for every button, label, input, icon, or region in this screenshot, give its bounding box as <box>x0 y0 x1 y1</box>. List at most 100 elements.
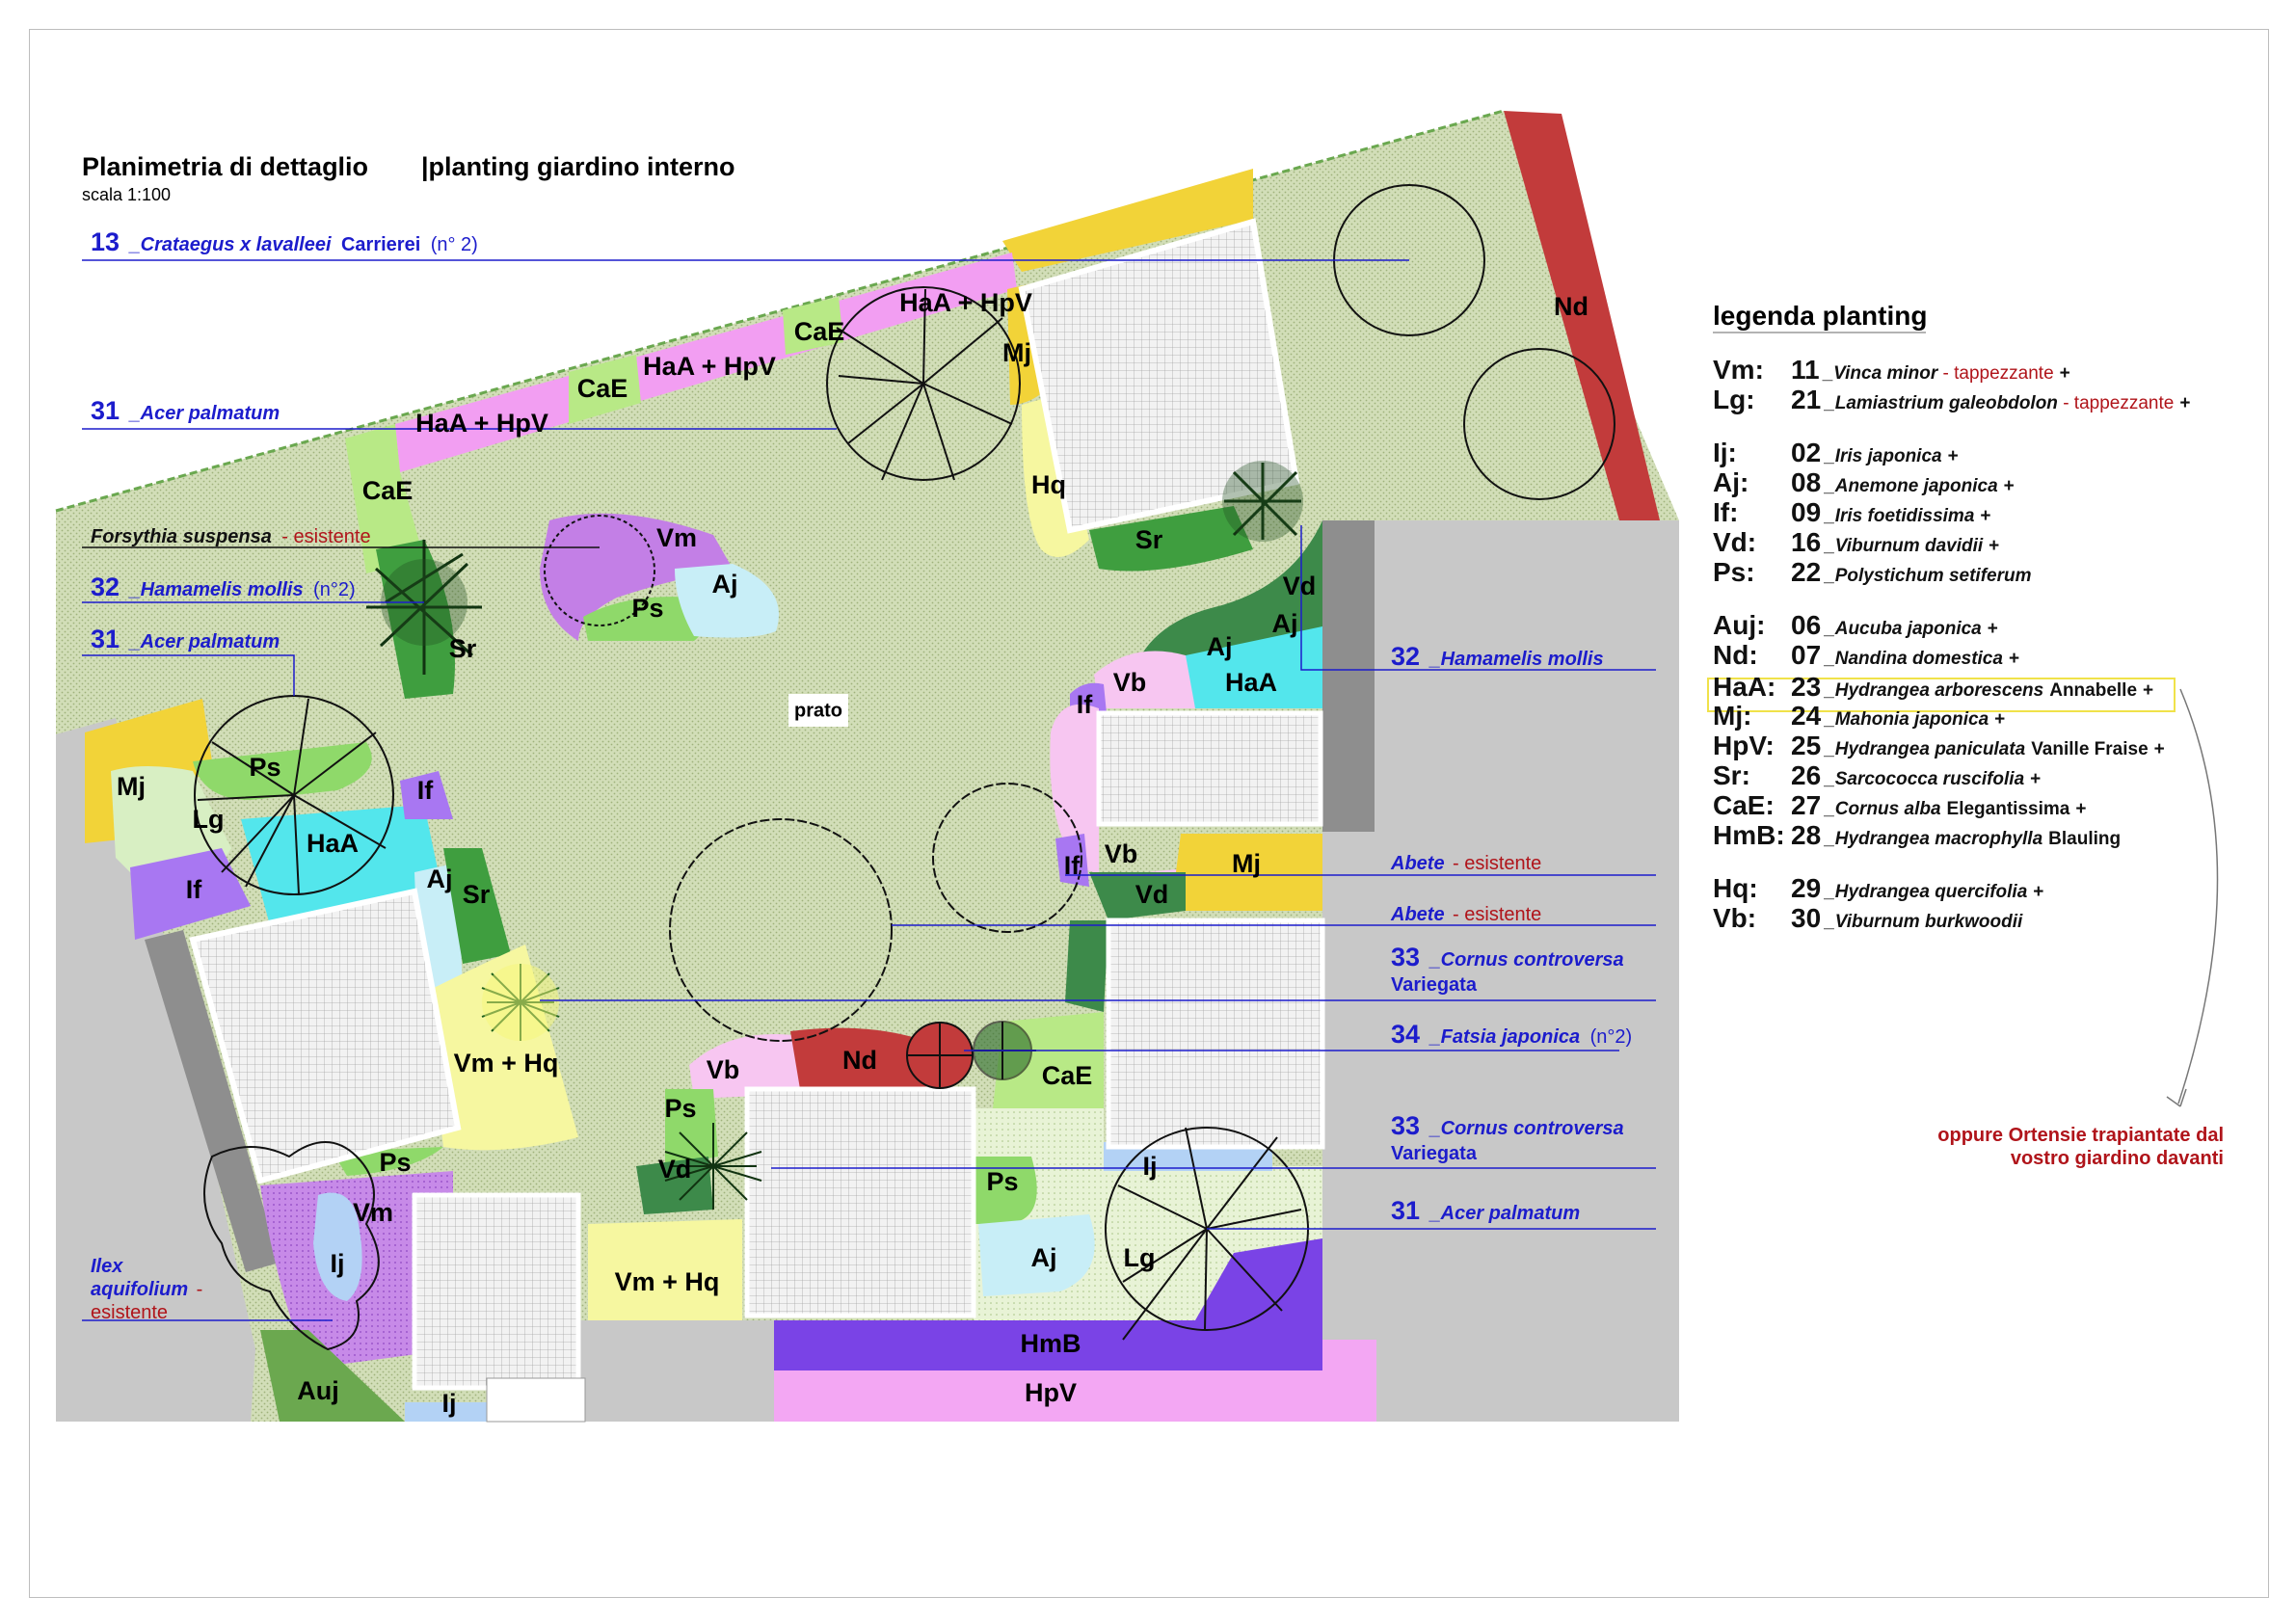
bed-CaE-b <box>783 297 843 355</box>
label-HmB: HmB <box>1020 1329 1081 1358</box>
legend-row: Vm:11_Vinca minor - tappezzante+ <box>1713 355 2070 385</box>
grid-bottom-1 <box>412 1192 581 1391</box>
building-left-wall <box>145 930 280 1272</box>
title-main: Planimetria di dettaglio <box>82 152 368 181</box>
bed-HaA-1 <box>1176 626 1322 708</box>
label-CaE-4: CaE <box>1042 1061 1093 1090</box>
bed-If-left <box>130 848 251 940</box>
bed-Nd-2 <box>790 1027 930 1089</box>
bed-Vb-1 <box>1094 651 1195 708</box>
bed-If-3 <box>400 771 453 819</box>
title-sub: |planting giardino interno <box>421 152 735 181</box>
callout-hamamelis-1: 32 _Hamamelis mollis (n°2) <box>91 572 356 601</box>
bed-Ps-1 <box>193 742 372 800</box>
legend-row: Sr:26_Sarcococca ruscifolia+ <box>1713 760 2041 790</box>
label-Aj-4: Aj <box>427 865 453 893</box>
label-VmHq-2: Vm + Hq <box>615 1267 720 1296</box>
label-Sr-2: Sr <box>449 634 477 663</box>
bed-Sr-2 <box>376 540 455 699</box>
callout-cornus-2-variegata: Variegata <box>1391 1143 1478 1164</box>
legend-row: Vb:30_Viburnum burkwoodii <box>1713 903 2023 933</box>
legend-note-2: vostro giardino davanti <box>2011 1148 2224 1169</box>
building-right-wall <box>1322 520 1375 832</box>
tree-crataegus-2 <box>1463 348 1615 500</box>
label-Ij-3: Ij <box>441 1389 456 1418</box>
label-Ps-2: Ps <box>249 753 280 782</box>
title-block: Planimetria di dettaglio |planting giard… <box>82 152 735 204</box>
label-Aj-2: Aj <box>1272 609 1298 638</box>
label-Vd-1: Vd <box>1283 572 1317 600</box>
label-HaA-2: HaA <box>307 829 359 858</box>
label-Sr-3: Sr <box>463 880 491 909</box>
bed-Ps-5 <box>974 1157 1037 1224</box>
callout-cornus-1: 33 _Cornus controversa <box>1391 943 1624 971</box>
building-right <box>1322 520 1679 1422</box>
bed-Nd-1 <box>1504 111 1660 520</box>
callout-acer-3: 31 _Acer palmatum <box>1391 1196 1580 1225</box>
bed-VmHq-2 <box>588 1219 742 1320</box>
legend: legenda planting Vm:11_Vinca minor - tap… <box>1707 301 2224 1169</box>
callout-forsythia: Forsythia suspensa - esistente <box>91 526 371 547</box>
bed-Aj-1 <box>675 564 779 638</box>
bed-Sr-3 <box>443 848 511 964</box>
bed-Mj-3 <box>1171 834 1322 911</box>
grid-top-right <box>1018 218 1300 534</box>
label-CaE-3: CaE <box>362 476 414 505</box>
title-scale: scala 1:100 <box>82 185 171 204</box>
bed-Vb-3 <box>689 1034 805 1099</box>
bed-HaAHpV-top <box>395 253 1017 472</box>
legend-row: Lg:21_Lamiastrium galeobdolon - tappezza… <box>1713 385 2190 414</box>
label-Ps-5: Ps <box>986 1167 1018 1196</box>
tree-hamamelis-2 <box>1222 461 1303 542</box>
tree-acer-left <box>194 695 394 895</box>
label-Mj-3: Mj <box>1232 849 1261 878</box>
bed-Ps-4 <box>665 1089 718 1166</box>
label-Vd-2: Vd <box>1135 880 1169 909</box>
grid-bottom-2 <box>744 1086 976 1318</box>
legend-row: If:09_Iris foetidissima+ <box>1713 497 1991 527</box>
legend-rows: Vm:11_Vinca minor - tappezzante+Lg:21_La… <box>1713 355 2190 933</box>
bed-CaE-left <box>345 424 424 573</box>
legend-row: Nd:07_Nandina domestica+ <box>1713 640 2019 670</box>
legend-row: Auj:06_Aucuba japonica+ <box>1713 610 1998 640</box>
label-CaE-2: CaE <box>577 374 628 403</box>
label-Aj-1: Aj <box>712 570 738 599</box>
callout-crataegus: 13 _Crataegus x lavalleei Carrierei (n° … <box>91 227 478 256</box>
label-Lg-2: Lg <box>1124 1243 1156 1272</box>
callout-hamamelis-2: 32 _Hamamelis mollis <box>1391 642 1604 671</box>
bed-Sr-1 <box>1089 506 1253 572</box>
bed-Vm-1 <box>540 513 733 641</box>
label-VmHq-1: Vm + Hq <box>454 1049 559 1078</box>
label-Ps-3: Ps <box>664 1094 696 1123</box>
label-If-3: If <box>186 875 203 904</box>
label-If-1: If <box>1077 690 1094 719</box>
label-HaA-1: HaA <box>1225 668 1277 697</box>
building-left <box>56 718 255 1422</box>
label-Nd-2: Nd <box>842 1046 877 1075</box>
label-Ps-4: Ps <box>379 1148 411 1177</box>
legend-row: Hq:29_Hydrangea quercifolia+ <box>1713 873 2043 903</box>
label-Aj-5: Aj <box>1031 1243 1057 1272</box>
label-Sr-1: Sr <box>1135 525 1163 554</box>
bed-Auj-1 <box>260 1330 405 1422</box>
bed-Mj-top <box>1002 169 1253 272</box>
legend-row: Vd:16_Viburnum davidii+ <box>1713 527 1999 557</box>
callout-ilex-1: Ilex <box>91 1256 123 1277</box>
label-If-2: If <box>417 776 435 805</box>
label-If-4: If <box>1064 851 1081 880</box>
grid-right-1 <box>1096 710 1323 827</box>
steps <box>486 1377 586 1423</box>
bed-Ps-2 <box>583 597 704 641</box>
prato-label-box <box>788 694 848 727</box>
callout-abete-2: Abete - esistente <box>1390 904 1541 925</box>
legend-title: legenda planting <box>1713 301 1927 331</box>
tree-abete-2 <box>932 783 1082 933</box>
legend-note-1: oppure Ortensie trapiantate dal <box>1937 1125 2224 1146</box>
legend-row: Mj:24_Mahonia japonica+ <box>1713 701 2005 731</box>
label-Aj-3: Aj <box>1207 632 1233 661</box>
tree-cornus-1 <box>481 964 560 1041</box>
bed-HpV-1 <box>774 1370 1376 1422</box>
callout-acer-1: 31 _Acer palmatum <box>91 396 280 425</box>
